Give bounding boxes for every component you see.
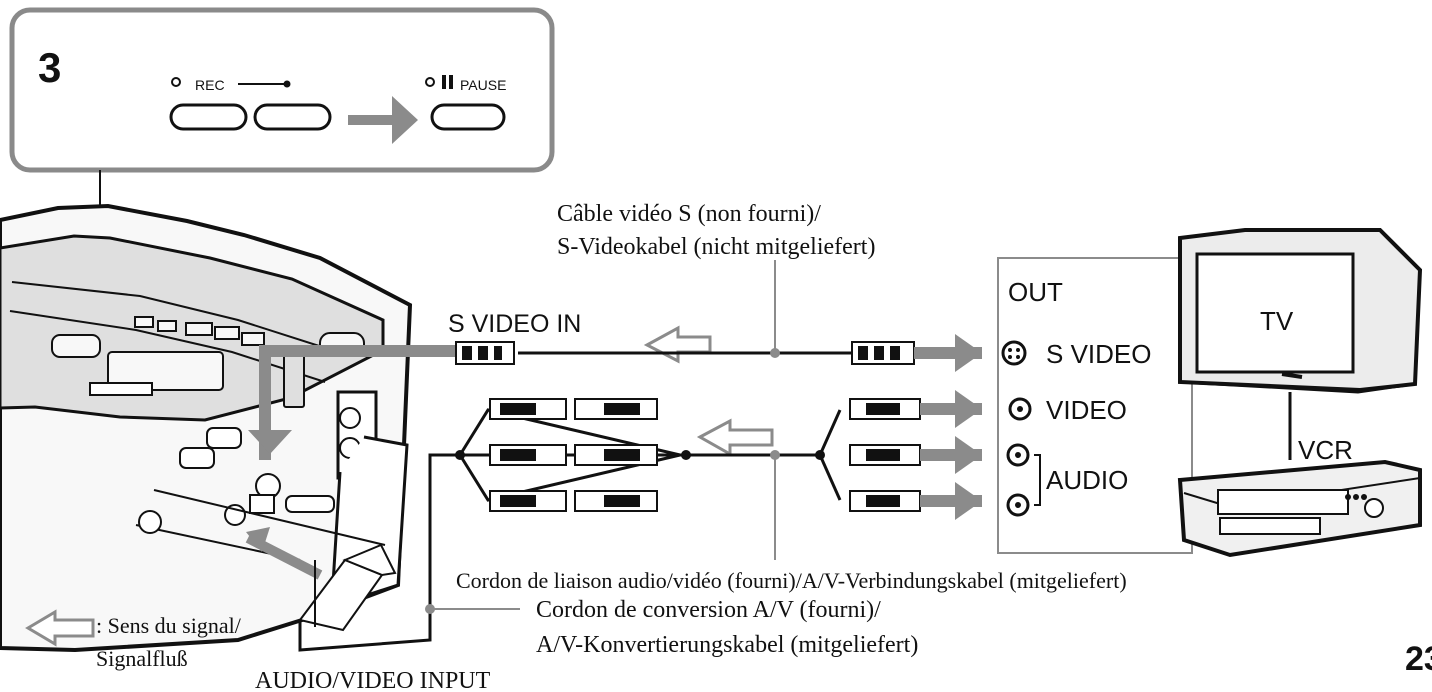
signal-legend-label-line2: Signalfluß bbox=[96, 646, 188, 671]
av-cable bbox=[298, 390, 982, 652]
pause-indicator bbox=[425, 77, 435, 87]
pause-button[interactable] bbox=[430, 103, 506, 131]
tv-label: TV bbox=[1260, 306, 1294, 336]
signal-legend-label-line1: : Sens du signal/ bbox=[96, 613, 242, 638]
step-box: 3 REC PAUSE bbox=[9, 7, 555, 173]
page-number: 23 bbox=[1405, 640, 1432, 678]
rec-indicator bbox=[171, 77, 181, 87]
signal-direction-icon bbox=[643, 325, 712, 364]
av-input-arrowhead-icon bbox=[246, 527, 270, 552]
vcr-label: VCR bbox=[1298, 435, 1353, 465]
vcr bbox=[1177, 459, 1422, 558]
panel-out-label: OUT bbox=[1008, 277, 1063, 307]
s-video-input-arrowhead-icon bbox=[248, 430, 292, 454]
s-video-cable-label-line2: S-Videokabel (nicht mitgeliefert) bbox=[557, 234, 875, 260]
panel-s-video-label: S VIDEO bbox=[1046, 339, 1151, 369]
rec-label: REC bbox=[195, 77, 225, 93]
rec-button-right[interactable] bbox=[253, 103, 332, 131]
panel-video-label: VIDEO bbox=[1046, 395, 1127, 425]
signal-direction-icon-av bbox=[696, 418, 774, 457]
step-arrow-icon bbox=[348, 96, 418, 144]
s-video-in-label: S VIDEO IN bbox=[448, 310, 581, 338]
conversion-cord-label-line2: A/V-Konvertierungskabel (mitgeliefert) bbox=[536, 632, 918, 658]
camcorder bbox=[0, 203, 413, 653]
conversion-cord-label-line1: Cordon de conversion A/V (fourni)/ bbox=[536, 597, 881, 623]
audio-video-input-label: AUDIO/VIDEO INPUT bbox=[255, 668, 491, 692]
output-panel bbox=[997, 257, 1193, 554]
s-video-port-icon bbox=[1001, 340, 1027, 366]
signal-legend-icon bbox=[25, 609, 95, 647]
step-number: 3 bbox=[38, 44, 61, 91]
s-video-cable bbox=[455, 260, 982, 372]
pause-icon-right bbox=[449, 75, 453, 89]
pause-icon-left bbox=[442, 75, 446, 89]
av-cord-label: Cordon de liaison audio/vidéo (fourni)/A… bbox=[456, 568, 1127, 593]
tv bbox=[1178, 228, 1423, 394]
s-video-cable-label-line1: Câble vidéo S (non fourni)/ bbox=[557, 201, 821, 227]
panel-audio-label: AUDIO bbox=[1046, 465, 1128, 495]
rec-button-left[interactable] bbox=[169, 103, 248, 131]
rec-dot bbox=[283, 80, 291, 88]
s-video-input-arrow bbox=[259, 345, 461, 460]
pause-label: PAUSE bbox=[460, 77, 506, 93]
audio-bracket bbox=[1034, 454, 1041, 506]
